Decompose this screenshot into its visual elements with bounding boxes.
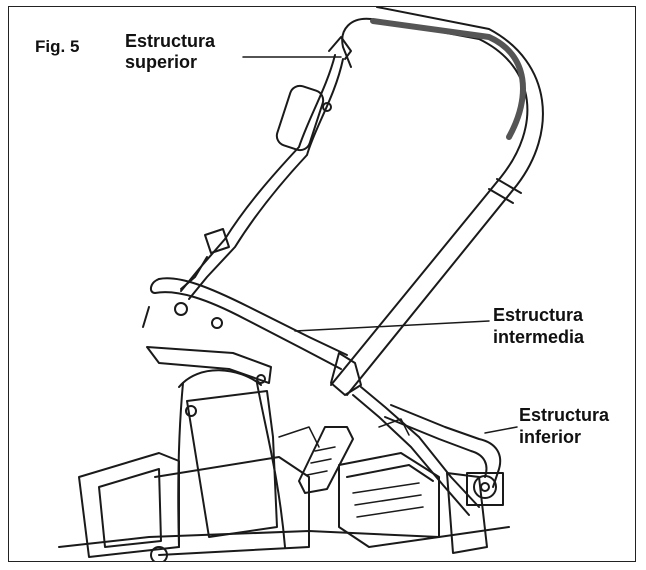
chute-deflector [186,390,278,538]
label-middle-line2: intermedia [493,327,585,347]
upper-handle-outer [330,17,529,386]
chute-crank-grip [306,446,336,476]
lower-knob [473,475,497,499]
lower-handle-inner [384,416,488,478]
body-left-inner [98,468,162,548]
chute-bolt-2 [256,374,266,384]
label-lower-line2: inferior [519,427,582,447]
lower-bracket [466,472,504,506]
middle-connector [330,352,362,396]
lower-handle [390,404,502,488]
control-cable-2 [188,58,344,300]
leader-middle [294,320,490,332]
chute-rim [146,346,272,384]
snowblower-handle-drawing [58,7,544,561]
rail-clamp [204,228,230,254]
figure-frame: Fig. 5 Estructura superior Estructura in… [8,6,636,562]
body-left-shroud [78,452,180,558]
control-latch [328,36,352,60]
middle-lower-rail-2 [352,394,470,516]
label-middle-structure: Estructura intermedia [493,304,584,348]
middle-handle-bottom [154,291,342,370]
control-lever-box [275,84,325,152]
lower-knob-center [480,482,490,492]
leader-lower [484,426,518,434]
middle-knob-left [174,302,188,316]
body-base [58,526,510,548]
middle-lower-rail [360,386,480,508]
chute-bolt [185,405,197,417]
body-misc [278,418,410,448]
control-cable [180,54,336,292]
upper-handle-grip [370,18,526,140]
chute-body-right [256,382,286,548]
label-upper-line2: superior [125,52,198,72]
upper-rail-left [180,256,208,290]
body-wheel-hub [150,546,168,561]
body-vents [352,482,424,518]
label-lower-structure: Estructura inferior [519,404,609,448]
chute-opening [178,369,262,388]
label-upper-line1: Estructura [125,31,216,51]
label-middle-line1: Estructura [493,305,584,325]
label-upper-structure: Estructura superior [125,31,215,73]
middle-handle-left [142,278,160,328]
upper-handle-collar [488,178,522,204]
upper-handle-inner [346,7,544,396]
body-cover-top [346,464,434,482]
body-side-panel [446,472,488,554]
label-lower-line1: Estructura [519,405,610,425]
control-lever-pivot [322,102,332,112]
body-center [154,456,310,556]
figure-number: Fig. 5 [35,37,80,56]
chute-crank [298,426,354,494]
middle-knob-center [211,317,223,329]
middle-handle-top [158,277,348,356]
